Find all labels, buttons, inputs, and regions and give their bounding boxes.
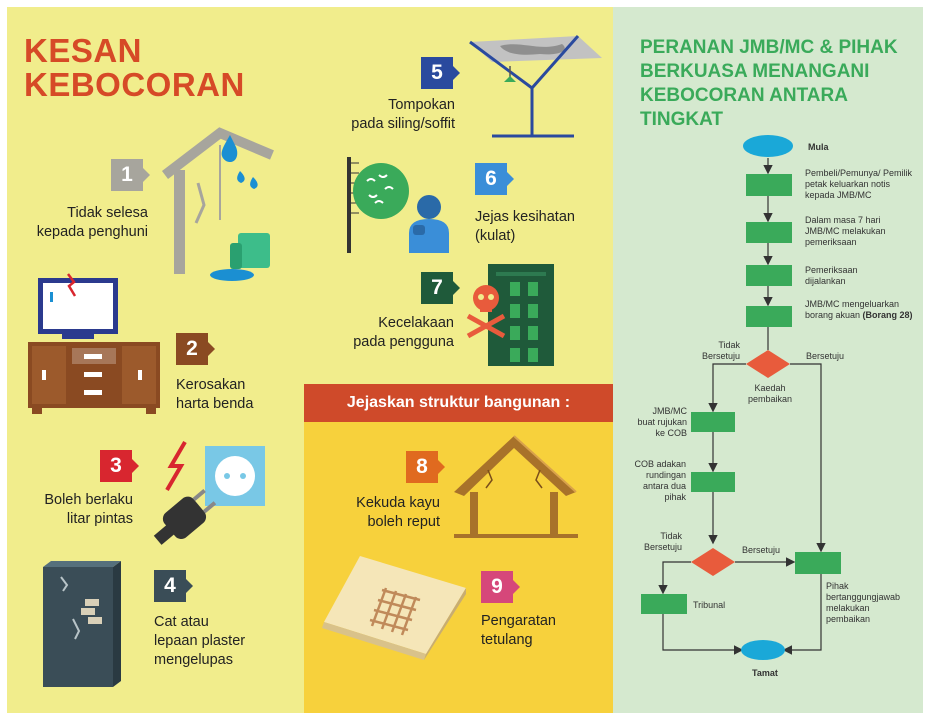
corroded-rebar-icon	[322, 556, 466, 660]
flow-step4: JMB/MC mengeluarkan borang akuan (Borang…	[805, 299, 913, 320]
badge-9: 9	[481, 571, 520, 603]
flow-dec1-no: Tidak Bersetuju	[701, 340, 740, 361]
flow-step3: Pemeriksaan dijalankan	[805, 265, 858, 286]
flow-tribunal: Tribunal	[693, 600, 726, 610]
badge-6: 6	[475, 163, 514, 195]
flow-start-label: Mula	[808, 142, 829, 152]
flowchart	[641, 135, 841, 660]
leaking-house-icon	[161, 127, 274, 281]
building-hazard-icon	[466, 264, 554, 366]
short-circuit-icon	[153, 440, 265, 545]
flow-dec2-yes: Bersetuju	[742, 545, 781, 555]
mold-health-icon	[347, 157, 449, 253]
peeling-wall-icon	[43, 561, 121, 687]
flow-step2: Dalam masa 7 hari JMB/MC melakukan pemer…	[805, 215, 886, 247]
item-6-label: Jejas kesihatan(kulat)	[475, 209, 575, 244]
timber-truss-icon	[454, 435, 578, 538]
structure-banner: Jejaskan struktur bangunan :	[304, 384, 613, 422]
badge-7: 7	[421, 272, 460, 304]
badge-2: 2	[176, 333, 215, 365]
badge-1: 1	[111, 159, 150, 191]
badge-8: 8	[406, 451, 445, 483]
flow-step1: Pembeli/Pemunya/ Pemilik petak keluarkan…	[805, 168, 913, 200]
badge-5: 5	[421, 57, 460, 89]
flow-dec1-label: Kaedah pembaikan	[747, 383, 793, 404]
flow-dec2-no: Tidak Bersetuju	[643, 531, 682, 552]
flow-dec1-yes: Bersetuju	[806, 351, 845, 361]
flow-cob2: COB adakan rundingan antara dua pihak	[634, 459, 686, 502]
badge-3: 3	[100, 450, 139, 482]
flow-end-label: Tamat	[752, 668, 778, 678]
damaged-furniture-icon	[28, 273, 160, 414]
flow-cob1: JMB/MC buat rujukan ke COB	[637, 406, 687, 438]
flowchart-title: PERANAN JMB/MC & PIHAK BERKUASA MENANGAN…	[640, 37, 898, 130]
badge-4: 4	[154, 570, 193, 602]
left-title: KESAN KEBOCORAN	[24, 32, 245, 103]
flow-repair: Pihak bertanggungjawab melakukan pembaik…	[826, 581, 901, 624]
ceiling-stain-icon	[469, 35, 602, 138]
